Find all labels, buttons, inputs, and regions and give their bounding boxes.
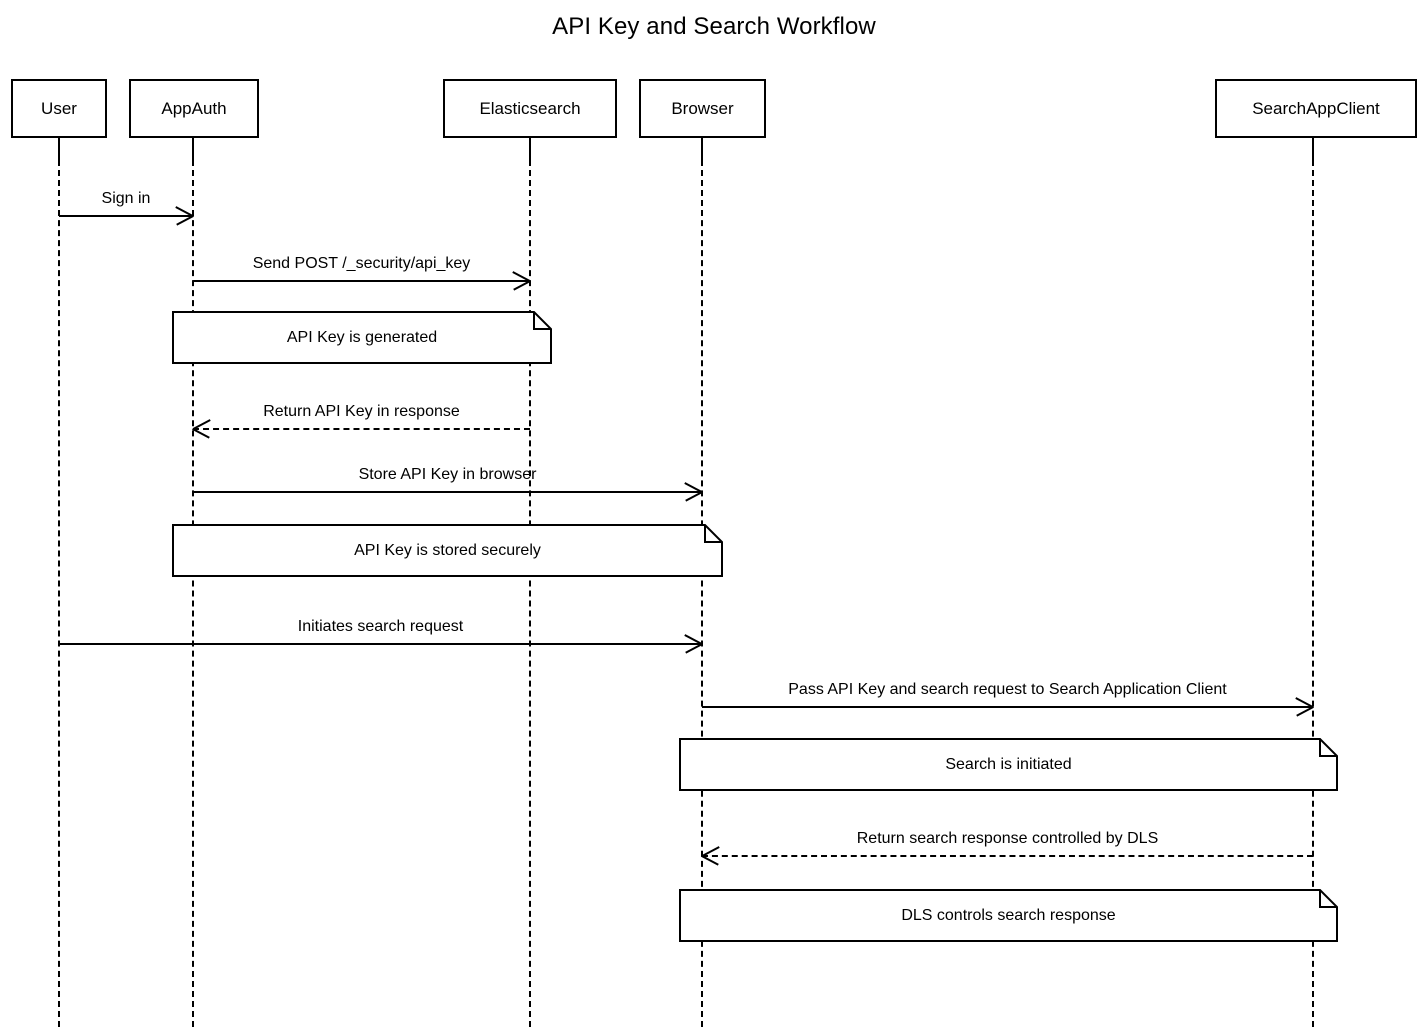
note-text-n4: DLS controls search response — [901, 907, 1116, 924]
note-shape-n3 — [679, 738, 1338, 791]
lifeline-stub-sac — [1312, 138, 1314, 160]
note-shape-n1 — [172, 311, 552, 364]
note-n1: API Key is generated — [172, 311, 552, 364]
note-shape-n4 — [679, 889, 1338, 942]
message-label-m3: Return API Key in response — [263, 403, 460, 420]
lifeline-sac — [1312, 160, 1314, 1027]
message-line-m5 — [59, 643, 702, 645]
lifeline-browser — [701, 160, 703, 1027]
message-label-m7: Return search response controlled by DLS — [856, 830, 1159, 847]
note-text-n2: API Key is stored securely — [354, 542, 541, 559]
note-text-n1: API Key is generated — [286, 329, 438, 346]
message-label-m4: Store API Key in browser — [358, 466, 537, 483]
participant-label-appauth: AppAuth — [161, 98, 227, 118]
lifeline-stub-es — [529, 138, 531, 160]
message-line-m2 — [193, 280, 530, 282]
message-label-m6: Pass API Key and search request to Searc… — [788, 681, 1227, 698]
participant-sac[interactable]: SearchAppClient — [1215, 79, 1417, 138]
participant-browser[interactable]: Browser — [639, 79, 766, 138]
participant-appauth[interactable]: AppAuth — [129, 79, 259, 138]
participant-user[interactable]: User — [11, 79, 107, 138]
participant-label-es: Elasticsearch — [479, 98, 581, 118]
lifeline-stub-browser — [701, 138, 703, 160]
note-n3: Search is initiated — [679, 738, 1338, 791]
message-label-m5: Initiates search request — [297, 618, 464, 635]
message-line-m7 — [702, 855, 1313, 857]
lifeline-stub-appauth — [192, 138, 194, 160]
message-line-m6 — [702, 706, 1313, 708]
message-label-m1: Sign in — [101, 190, 151, 207]
participant-label-browser: Browser — [671, 98, 734, 118]
note-n2: API Key is stored securely — [172, 524, 723, 577]
message-line-m4 — [193, 491, 702, 493]
diagram-title: API Key and Search Workflow — [552, 13, 876, 40]
note-shape-n2 — [172, 524, 723, 577]
lifeline-stub-user — [58, 138, 60, 160]
message-line-m1 — [59, 215, 193, 217]
participant-label-sac: SearchAppClient — [1252, 98, 1380, 118]
lifeline-es — [529, 160, 531, 1027]
participant-es[interactable]: Elasticsearch — [443, 79, 617, 138]
message-line-m3 — [193, 428, 530, 430]
lifeline-user — [58, 160, 60, 1027]
note-text-n3: Search is initiated — [945, 756, 1072, 773]
note-n4: DLS controls search response — [679, 889, 1338, 942]
participant-label-user: User — [41, 98, 77, 118]
lifeline-appauth — [192, 160, 194, 1027]
message-label-m2: Send POST /_security/api_key — [252, 255, 471, 272]
